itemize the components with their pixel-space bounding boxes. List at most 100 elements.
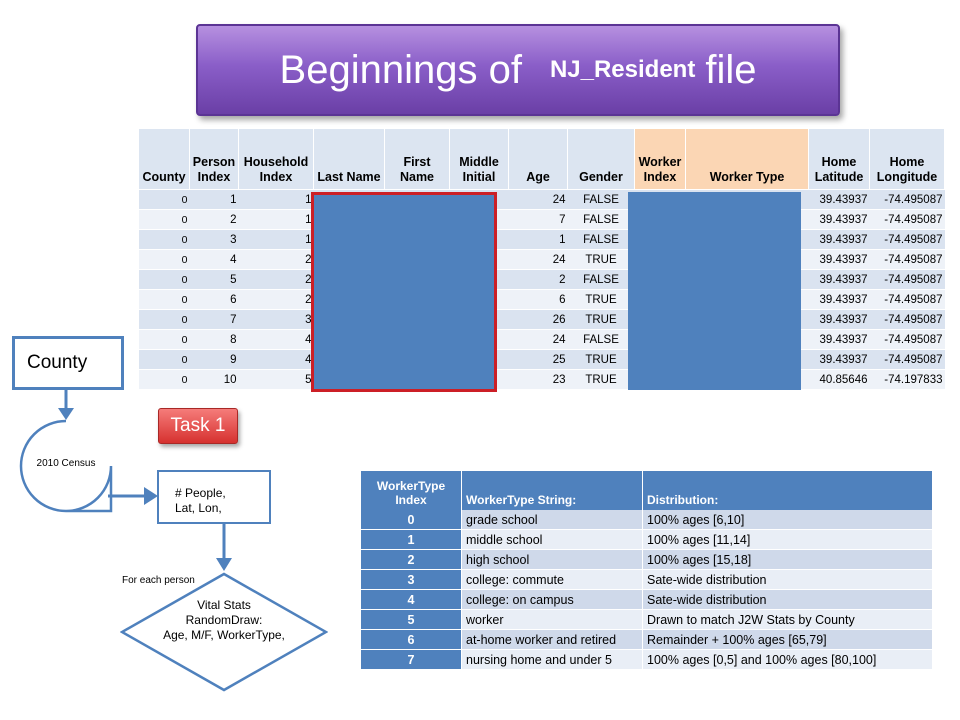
redacted-worker-block <box>628 192 801 390</box>
table-cell: Sate-wide distribution <box>642 589 933 610</box>
table-cell: 24 <box>508 329 568 350</box>
table-cell: 5 <box>189 269 239 290</box>
arrow-right-icon <box>108 487 158 505</box>
table-cell: Drawn to match J2W Stats by County <box>642 609 933 630</box>
table-cell: 24 <box>508 249 568 270</box>
people-line2: Lat, Lon, <box>175 501 222 515</box>
table-cell: 0 <box>138 289 190 310</box>
col-last-name: Last Name <box>313 128 385 190</box>
table-cell: 39.43937 <box>808 209 870 230</box>
table-cell: 0 <box>138 249 190 270</box>
table-cell: -74.495087 <box>869 289 945 310</box>
vital-line2: RandomDraw: <box>185 613 263 627</box>
table-cell: 39.43937 <box>808 309 870 330</box>
table-cell: 7 <box>508 209 568 230</box>
arrow-down-icon <box>216 524 232 571</box>
col-workertype-index: WorkerType Index <box>361 471 462 510</box>
table-cell: college: on campus <box>461 589 643 610</box>
table-cell: 39.43937 <box>808 329 870 350</box>
table-cell: 4 <box>189 249 239 270</box>
table-cell: 3 <box>189 229 239 250</box>
county-box: County <box>12 336 124 390</box>
col-age: Age <box>508 128 568 190</box>
workertype-index-cell: 5 <box>361 609 462 630</box>
table-cell: 0 <box>138 209 190 230</box>
title-part1: Beginnings of <box>279 47 522 92</box>
table-cell: 10 <box>189 369 239 390</box>
resident-table: County Person Index Household Index Last… <box>138 128 945 390</box>
col-worker-type: Worker Type <box>685 128 809 190</box>
vital-stats-diamond <box>120 572 328 692</box>
table-cell: TRUE <box>567 289 635 310</box>
workertype-index-cell: 3 <box>361 569 462 590</box>
table-cell: -74.495087 <box>869 249 945 270</box>
title-filename: NJ_Resident <box>549 56 696 83</box>
table-cell: TRUE <box>567 249 635 270</box>
table-cell: 25 <box>508 349 568 370</box>
census-shape <box>19 419 113 513</box>
table-cell: 2 <box>508 269 568 290</box>
table-cell: -74.495087 <box>869 269 945 290</box>
table-cell: 4 <box>238 329 314 350</box>
vital-line3: Age, M/F, WorkerType, <box>163 628 285 642</box>
col-middle-initial: Middle Initial <box>449 128 509 190</box>
workertype-index-cell: 7 <box>361 649 462 670</box>
table-cell: 0 <box>138 269 190 290</box>
table-cell: 2 <box>238 269 314 290</box>
arrow-down-icon <box>58 390 74 420</box>
worker-type-header: WorkerType Index WorkerType String: Dist… <box>361 471 933 510</box>
col-household-index: Household Index <box>238 128 314 190</box>
workertype-index-cell: 2 <box>361 549 462 570</box>
table-cell: FALSE <box>567 209 635 230</box>
col-worker-index: Worker Index <box>634 128 686 190</box>
table-cell: -74.495087 <box>869 309 945 330</box>
table-cell: FALSE <box>567 269 635 290</box>
table-cell: 2 <box>238 289 314 310</box>
table-cell: FALSE <box>567 229 635 250</box>
task-1-button[interactable]: Task 1 <box>158 408 238 444</box>
table-cell: high school <box>461 549 643 570</box>
vital-stats-text: Vital Stats RandomDraw: Age, M/F, Worker… <box>130 598 318 643</box>
table-cell: 4 <box>238 349 314 370</box>
table-cell: 6 <box>189 289 239 310</box>
table-cell: 100% ages [0,5] and 100% ages [80,100] <box>642 649 933 670</box>
table-cell: 0 <box>138 309 190 330</box>
table-cell: 24 <box>508 189 568 210</box>
table-cell: 39.43937 <box>808 189 870 210</box>
table-cell: FALSE <box>567 329 635 350</box>
table-cell: 7 <box>189 309 239 330</box>
table-cell: 100% ages [15,18] <box>642 549 933 570</box>
title-banner: Beginnings of NJ_Resident file <box>196 24 840 116</box>
table-cell: 6 <box>508 289 568 310</box>
table-cell: 1 <box>238 209 314 230</box>
table-cell: -74.495087 <box>869 329 945 350</box>
table-cell: 40.85646 <box>808 369 870 390</box>
table-cell: 23 <box>508 369 568 390</box>
table-cell: -74.197833 <box>869 369 945 390</box>
col-county: County <box>138 128 190 190</box>
table-cell: 2 <box>189 209 239 230</box>
table-cell: 0 <box>138 189 190 210</box>
col-distribution: Distribution: <box>642 471 933 510</box>
table-cell: 100% ages [11,14] <box>642 529 933 550</box>
workertype-index-cell: 6 <box>361 629 462 650</box>
table-cell: 39.43937 <box>808 289 870 310</box>
title-part3: file <box>705 47 757 92</box>
table-cell: at-home worker and retired <box>461 629 643 650</box>
table-cell: -74.495087 <box>869 349 945 370</box>
table-cell: 2 <box>238 249 314 270</box>
table-cell: TRUE <box>567 369 635 390</box>
col-first-name: First Name <box>384 128 450 190</box>
